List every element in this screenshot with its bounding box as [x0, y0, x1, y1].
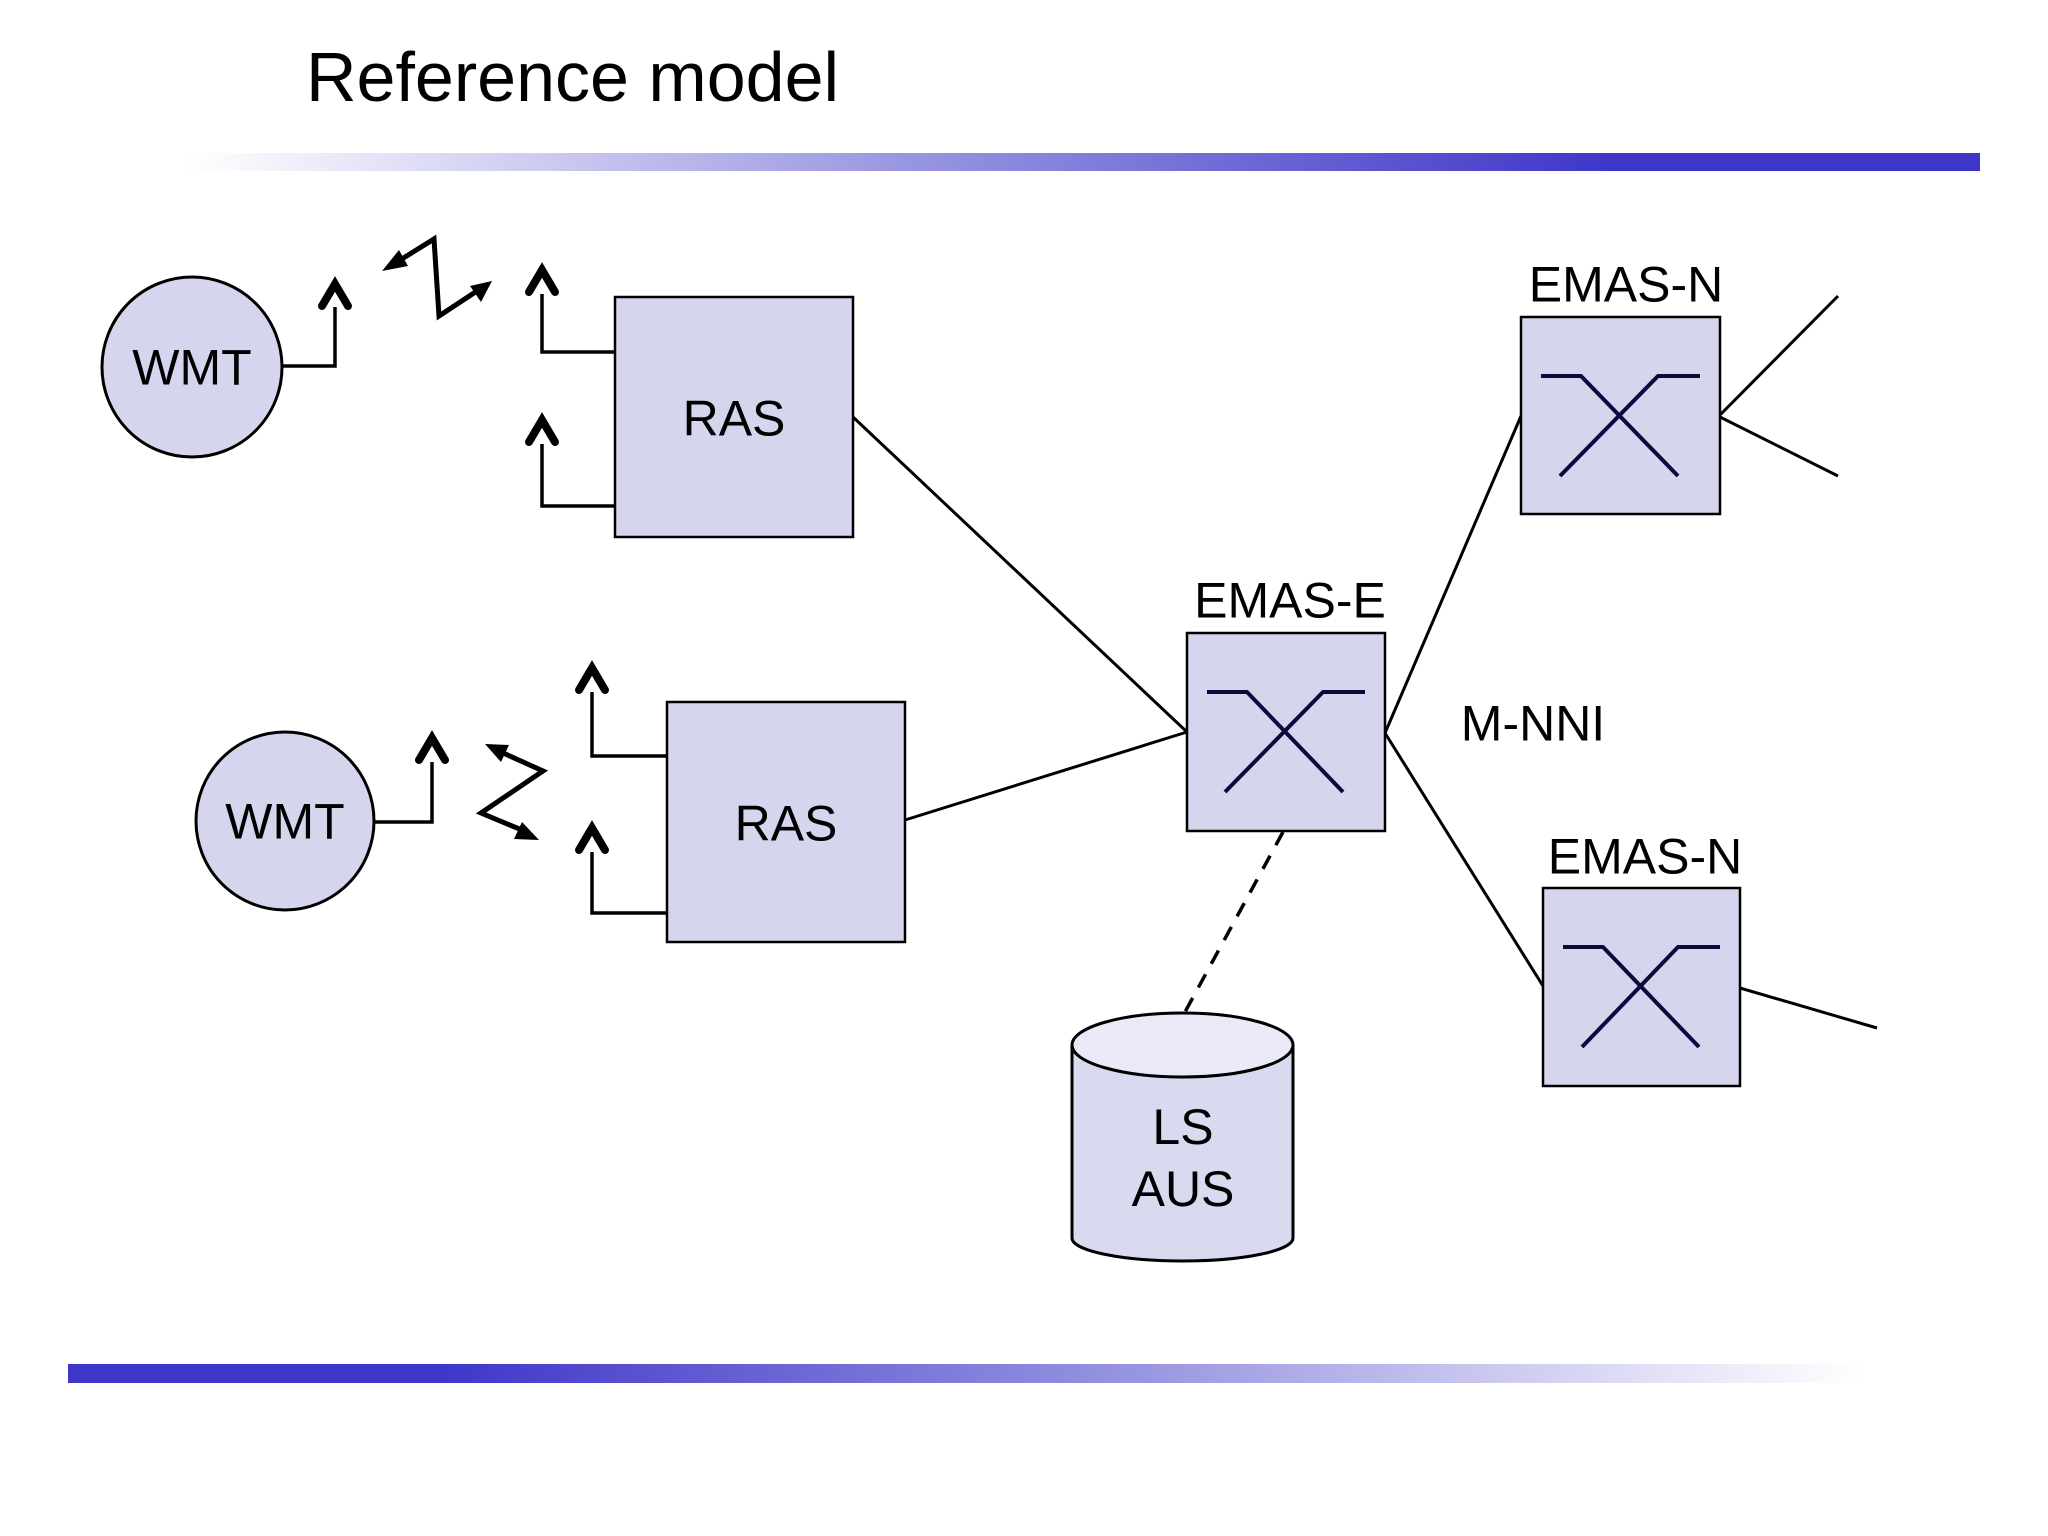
edge-emas-e-to-ls-aus-dashed: [1183, 831, 1285, 1013]
wmt1-circle: [100, 275, 284, 459]
wmt1-antenna: [283, 276, 352, 368]
radio-link-bolt-1: [382, 234, 492, 321]
wmt2-label: WMT: [225, 793, 345, 850]
emas-e-label: EMAS-E: [1194, 572, 1386, 629]
edge-emas-n-bottom-out: [1739, 986, 1878, 1030]
emas-n-bottom-switch-symbol: [1563, 945, 1720, 1049]
wmt2-antenna: [375, 730, 449, 824]
edge-emas-e-to-emas-n-bottom: [1383, 732, 1545, 987]
emas-n-top-switch-symbol: [1541, 374, 1700, 478]
ls-aus-label: LS AUS: [1132, 1096, 1235, 1220]
radio-link-bolt-2: [475, 744, 549, 840]
slide-title: Reference model: [306, 38, 840, 116]
emas-n-top-label: EMAS-N: [1528, 256, 1724, 313]
m-nni-label: M-NNI: [1460, 695, 1606, 752]
ras2-antenna-bottom: [575, 820, 667, 915]
ras1-box: [613, 295, 855, 539]
edge-ras2-to-emas-e: [904, 730, 1188, 822]
edge-emas-n-top-out-lower: [1719, 415, 1839, 478]
ras1-antenna-bottom: [525, 412, 615, 508]
edge-emas-n-top-out-upper: [1718, 294, 1840, 417]
edge-ras1-to-emas-e: [851, 415, 1189, 734]
ras2-antenna-top: [575, 660, 667, 758]
ls-aus-cylinder: [1070, 1011, 1295, 1263]
edge-emas-e-to-emas-n-top: [1383, 415, 1523, 734]
title-divider-bar: [150, 153, 1980, 171]
wmt1-label: WMT: [132, 339, 252, 396]
ls-aus-label-line1: LS: [1152, 1099, 1214, 1155]
footer-bar: [68, 1364, 1898, 1383]
ls-aus-label-line2: AUS: [1131, 1161, 1235, 1217]
ras2-box: [665, 700, 907, 944]
emas-n-bottom-label: EMAS-N: [1547, 828, 1743, 885]
emas-e-switch-symbol: [1207, 690, 1365, 794]
wmt2-circle: [194, 730, 376, 912]
ras2-label: RAS: [734, 795, 838, 852]
ras1-antenna-top: [525, 262, 615, 354]
ras1-label: RAS: [682, 390, 786, 447]
